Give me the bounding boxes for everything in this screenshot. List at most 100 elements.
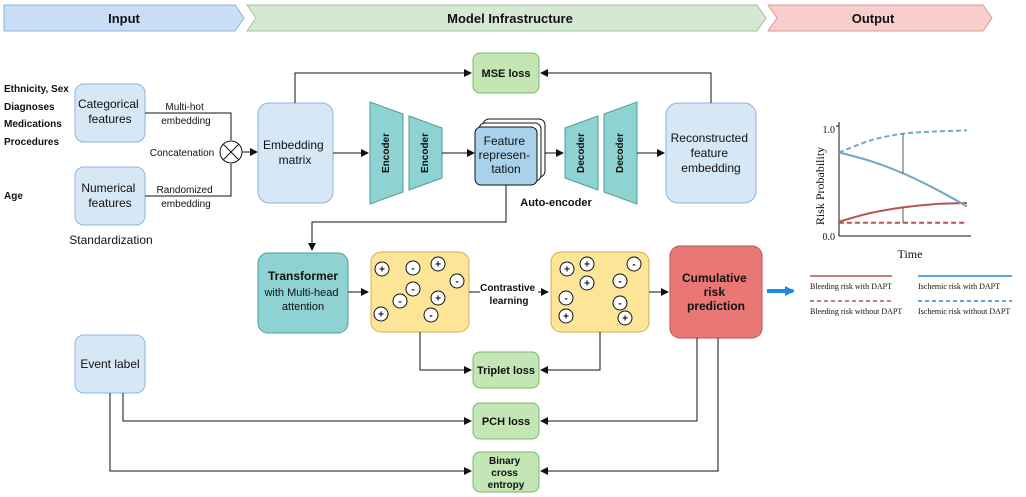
input-label-age: Age: [4, 191, 23, 202]
output-header-label: Output: [852, 11, 895, 26]
feature-repr-label: Feature represen- tation: [479, 134, 534, 176]
chart-ytick-top: 1.0: [823, 125, 836, 136]
cluster-left-sign-circle: [430, 290, 446, 306]
risk-chart: Risk Probability Time 1.0 0.0: [813, 122, 971, 261]
model-header-banner: [246, 4, 767, 32]
triplet-loss-box: [472, 351, 540, 389]
edge-embedding-mse: [294, 69, 472, 103]
encoder-2-label: Encoder: [420, 133, 431, 173]
cluster-left-minus-sign: -: [455, 277, 458, 288]
transformer-subtitle: with Multi-head attention: [263, 287, 341, 313]
event-label-text: Event label: [80, 357, 139, 371]
concatenation-label: Concatenation: [150, 148, 215, 159]
randomized-line-1: Randomized: [157, 185, 213, 196]
chart-marks: [836, 122, 971, 237]
cluster-right-sign-circle: [558, 308, 574, 324]
contrastive-line-1: Contrastive: [480, 283, 535, 294]
cluster-right-signs: ++--+-+-+: [558, 256, 642, 326]
categorical-features-label: Categorical features: [78, 97, 142, 126]
cluster-left-sign-circle: [405, 281, 421, 297]
edge-event-pch: [122, 393, 472, 425]
reconstructed-line-1: Reconstructed: [671, 131, 748, 145]
edge-cumulative-pch: [540, 338, 698, 425]
bce-line-2: cross: [491, 468, 518, 479]
cluster-left-signs: +-+---++-: [373, 256, 465, 323]
feature-repr-line-1: Feature: [484, 134, 526, 148]
output-header-banner: [767, 4, 993, 32]
numerical-line-2: features: [88, 196, 131, 210]
cluster-left-sign-circle: [430, 256, 446, 272]
decoder-1-label: Decoder: [576, 133, 587, 173]
reconstructed-line-3: embedding: [681, 161, 740, 175]
bce-line-3: entropy: [488, 480, 525, 491]
decoder-2-label: Decoder: [615, 133, 626, 173]
cluster-left-minus-sign: -: [429, 311, 432, 322]
chart-legend: Bleeding risk with DAPT Ischemic risk wi…: [810, 275, 1012, 316]
cluster-right-sign-circle: [626, 256, 642, 272]
cumulative-risk-box: [669, 245, 763, 339]
cluster-left-minus-sign: -: [398, 297, 401, 308]
cluster-right-sign-circle: [579, 275, 595, 291]
cluster-right-sign-circle: [579, 256, 595, 272]
auto-encoder-label: Auto-encoder: [520, 197, 592, 209]
cluster-left-plus-sign: +: [435, 294, 441, 305]
triplet-loss-label: Triplet loss: [477, 365, 535, 377]
cluster-left-sign-circle: [374, 261, 390, 277]
input-label-ethnicity-sex: Ethnicity, Sex: [4, 84, 69, 95]
cumulative-line-3: prediction: [687, 299, 745, 313]
pch-loss-label: PCH loss: [482, 416, 530, 428]
transformer-sub-line-1: with Multi-head: [263, 287, 338, 299]
edge-cluster-right-triplet: [540, 332, 601, 374]
cluster-right-plus-sign: +: [622, 314, 628, 325]
cluster-left-sign-circle: [405, 260, 421, 276]
bce-line-1: Binary: [489, 456, 521, 467]
cluster-left-plus-sign: +: [435, 260, 441, 271]
categorical-line-1: Categorical: [78, 97, 139, 111]
numerical-features-label: Numerical features: [81, 181, 138, 210]
cluster-right-sign-circle: [559, 261, 575, 277]
encoder-2-shape: [408, 115, 443, 191]
cluster-left-plus-sign: +: [378, 310, 384, 321]
pch-loss-box: [472, 402, 540, 440]
input-label-procedures: Procedures: [4, 137, 59, 148]
legend-label-bleeding-without: Bleeding risk without DAPT: [810, 307, 902, 316]
embedding-line-2: matrix: [279, 153, 312, 167]
contrastive-line-2: learning: [490, 296, 529, 307]
mse-loss-box: [472, 52, 540, 94]
cluster-right-minus-sign: -: [618, 299, 621, 310]
contrastive-label: Contrastive learning: [480, 283, 538, 307]
cluster-left-sign-circle: [392, 293, 408, 309]
transformer-box: [257, 252, 349, 334]
cluster-right-minus-sign: -: [564, 294, 567, 305]
cluster-right-plus-sign: +: [563, 312, 569, 323]
cumulative-risk-label: Cumulative risk prediction: [682, 271, 750, 313]
chart-ytick-bottom: 0.0: [823, 232, 836, 243]
edge-categorical-concat: [145, 112, 232, 140]
legend-label-ischemic-without: Ischemic risk without DAPT: [918, 307, 1010, 316]
multi-hot-line-2: embedding: [161, 116, 210, 127]
randomized-label: Randomized embedding: [157, 185, 216, 210]
edge-cluster-left-triplet: [419, 332, 472, 374]
decoder-1-shape: [564, 115, 599, 191]
embedding-line-1: Embedding: [263, 138, 324, 152]
reconstructed-label: Reconstructed feature embedding: [671, 131, 752, 175]
reconstructed-line-2: feature: [691, 146, 729, 160]
categorical-line-2: features: [88, 112, 131, 126]
legend-label-bleeding-with: Bleeding risk with DAPT: [810, 282, 892, 291]
feature-repr-line-3: tation: [491, 162, 520, 176]
mse-loss-label: MSE loss: [482, 68, 531, 80]
cluster-right-plus-sign: +: [564, 265, 570, 276]
input-label-diagnoses: Diagnoses: [4, 102, 55, 113]
cluster-left-plus-sign: +: [379, 265, 385, 276]
chart-y-axis-label: Risk Probability: [813, 147, 827, 225]
edge-numerical-concat: [145, 164, 232, 197]
cluster-right-sign-circle: [612, 273, 628, 289]
randomized-line-2: embedding: [161, 199, 210, 210]
cluster-left-minus-sign: -: [411, 285, 414, 296]
legend-label-ischemic-with: Ischemic risk with DAPT: [918, 282, 1000, 291]
cluster-right-plus-sign: +: [584, 279, 590, 290]
decoder-2-shape: [603, 101, 638, 205]
cluster-left-minus-sign: -: [411, 264, 414, 275]
